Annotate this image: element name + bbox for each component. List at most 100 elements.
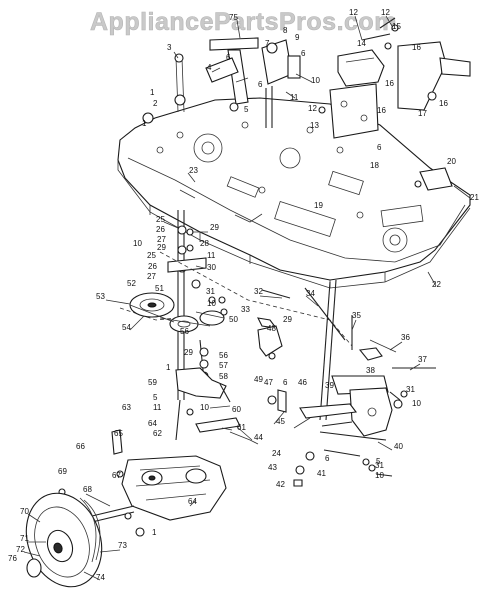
callout-33: 33 — [241, 305, 250, 314]
callout-67: 67 — [112, 471, 121, 480]
callout-76: 76 — [8, 554, 17, 563]
callout-6e: 6 — [283, 378, 288, 387]
linkage-right — [229, 279, 436, 487]
callout-75: 75 — [229, 13, 238, 22]
callout-12c: 12 — [308, 104, 317, 113]
callout-9: 9 — [295, 33, 300, 42]
callout-21: 21 — [470, 193, 479, 202]
callout-6f: 6 — [325, 454, 330, 463]
callout-48: 48 — [267, 324, 276, 333]
callout-32: 32 — [254, 287, 263, 296]
callout-19: 19 — [314, 201, 323, 210]
callout-40: 40 — [394, 442, 403, 451]
callout-66: 66 — [76, 442, 85, 451]
callout-53: 53 — [96, 292, 105, 301]
callout-49: 49 — [254, 375, 263, 384]
linkage-left — [119, 210, 353, 400]
callout-29c: 29 — [283, 315, 292, 324]
callout-26: 26 — [156, 225, 165, 234]
callout-54: 54 — [122, 323, 131, 332]
callout-20: 20 — [447, 157, 456, 166]
callout-16: 16 — [412, 43, 421, 52]
callout-28: 28 — [200, 239, 209, 248]
callout-6d: 6 — [377, 143, 382, 152]
callout-6b: 6 — [226, 53, 231, 62]
callout-35: 35 — [352, 311, 361, 320]
deck-frame — [117, 97, 471, 289]
callout-6: 6 — [301, 49, 306, 58]
transaxle-wheel — [25, 429, 227, 588]
callout-72: 72 — [16, 545, 25, 554]
callout-41: 41 — [317, 469, 326, 478]
callout-10d: 10 — [412, 399, 421, 408]
callout-5b: 5 — [153, 393, 158, 402]
callout-65: 65 — [114, 429, 123, 438]
callout-10e: 10 — [200, 403, 209, 412]
linkage-center — [175, 367, 241, 441]
callout-1: 1 — [150, 88, 155, 97]
callout-11c: 11 — [153, 403, 162, 412]
callout-3: 3 — [167, 43, 172, 52]
callout-64: 64 — [148, 419, 157, 428]
callout-56b: 56 — [219, 351, 228, 360]
callout-22: 22 — [432, 280, 441, 289]
callout-6c: 6 — [258, 80, 263, 89]
callout-68: 68 — [83, 485, 92, 494]
callout-71: 71 — [20, 534, 29, 543]
callout-5: 5 — [244, 105, 249, 114]
callout-labels: 75 12 12 15 8 9 7 3 6 14 16 6 4 10 6 16 … — [8, 8, 479, 582]
callout-42: 42 — [276, 480, 285, 489]
watermark-text: AppliancePartsPros.com — [90, 8, 397, 37]
callout-44: 44 — [254, 433, 263, 442]
callout-16d: 16 — [377, 106, 386, 115]
callout-46: 46 — [298, 378, 307, 387]
callout-37: 37 — [418, 355, 427, 364]
callout-43: 43 — [268, 463, 277, 472]
callout-25b: 25 — [147, 251, 156, 260]
callout-13: 13 — [310, 121, 319, 130]
callout-5c: 5 — [376, 457, 381, 466]
callout-50: 50 — [229, 315, 238, 324]
callout-16c: 16 — [439, 99, 448, 108]
callout-10: 10 — [311, 76, 320, 85]
callout-69: 69 — [58, 467, 67, 476]
callout-63: 63 — [122, 403, 131, 412]
callout-2: 2 — [153, 99, 158, 108]
callout-34: 34 — [306, 289, 315, 298]
pulley-assembly — [129, 292, 283, 381]
callout-1b: 1 — [142, 119, 147, 128]
callout-56: 56 — [180, 327, 189, 336]
callout-57: 57 — [219, 361, 228, 370]
callout-27b: 27 — [147, 272, 156, 281]
bracket-assemblies — [318, 17, 471, 191]
callout-12: 12 — [349, 8, 358, 17]
callout-39: 39 — [325, 381, 334, 390]
callout-15: 15 — [392, 22, 401, 31]
callout-45: 45 — [276, 417, 285, 426]
callout-8: 8 — [283, 26, 288, 35]
callout-62: 62 — [153, 429, 162, 438]
callout-14: 14 — [357, 39, 366, 48]
callout-25: 25 — [156, 215, 165, 224]
callout-10b: 10 — [133, 239, 142, 248]
callout-17: 17 — [418, 109, 427, 118]
callout-12b: 12 — [381, 8, 390, 17]
callout-27: 27 — [157, 235, 166, 244]
callout-30: 30 — [207, 263, 216, 272]
callout-47: 47 — [264, 378, 273, 387]
callout-51: 51 — [155, 284, 164, 293]
callout-31: 31 — [206, 287, 215, 296]
callout-70: 70 — [20, 507, 29, 516]
callout-73: 73 — [118, 541, 127, 550]
callout-16b: 16 — [385, 79, 394, 88]
callout-64b: 64 — [188, 497, 197, 506]
callout-52: 52 — [127, 279, 136, 288]
callout-18: 18 — [370, 161, 379, 170]
callout-31c: 31 — [375, 461, 384, 470]
callout-1d: 1 — [152, 528, 157, 537]
callout-60: 60 — [232, 405, 241, 414]
leader-lines — [23, 15, 471, 581]
callout-74: 74 — [96, 573, 105, 582]
callout-10f: 10 — [375, 471, 384, 480]
